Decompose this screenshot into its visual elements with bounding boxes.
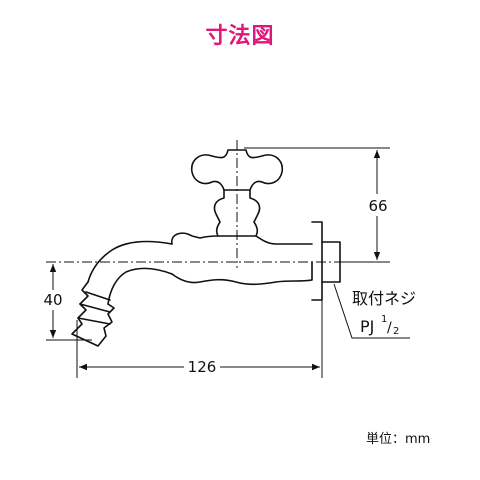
center-lines — [46, 140, 350, 268]
dimension-40-label: 40 — [43, 291, 62, 309]
thread-leader-line — [333, 283, 410, 339]
handle-icon — [190, 149, 284, 191]
thread-spec-denominator: 2 — [393, 326, 399, 337]
thread-spec-slash: / — [387, 320, 392, 336]
dimension-66-label: 66 — [368, 197, 387, 215]
thread-spec-prefix: PJ — [360, 317, 374, 336]
thread-spec-numerator: 1 — [381, 314, 387, 325]
faucet-drawing — [71, 149, 341, 347]
hose-end — [71, 281, 115, 347]
mounting-thread-label: 取付ネジ — [352, 289, 416, 308]
page-title: 寸法図 — [205, 24, 275, 49]
spout — [87, 240, 173, 283]
extension-lines — [46, 147, 390, 378]
connector-flange — [311, 221, 323, 301]
unit-label: 単位：mm — [366, 432, 431, 447]
dimension-126-label: 126 — [188, 358, 217, 376]
